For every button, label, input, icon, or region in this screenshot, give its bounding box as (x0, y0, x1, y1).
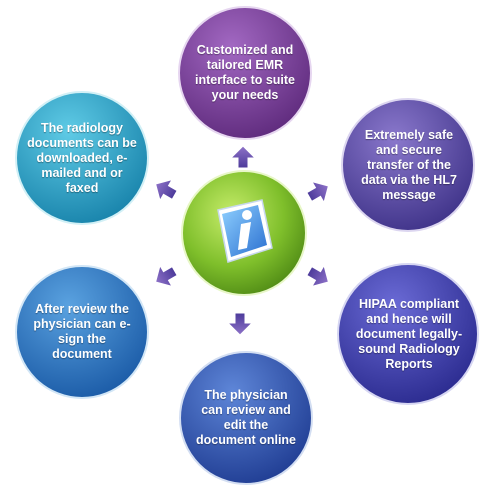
arrow-upper-right-icon (306, 180, 330, 204)
node-label-lower-left: After review the physician can e-sign th… (33, 302, 131, 361)
info-i-icon (217, 199, 273, 263)
node-circle-upper-right (341, 98, 475, 232)
node-label-upper-right: Extremely safe and secure transfer of th… (361, 127, 457, 202)
node-label-upper-left: The radiology documents can be downloade… (27, 120, 137, 195)
arrow-lower-right-icon (306, 264, 330, 288)
node-label-top: Customized and tailored EMR interface to… (194, 43, 296, 102)
node-label-lower-right: HIPAA compliant and hence will document … (355, 296, 463, 371)
node-label-bottom: The physician can review and edit the do… (196, 388, 296, 447)
node-circle-upper-left (15, 91, 149, 225)
arrow-upper-left-icon (154, 178, 178, 202)
node-circle-bottom (179, 351, 313, 485)
arrow-up-icon (229, 145, 257, 169)
arrow-lower-left-icon (154, 264, 178, 288)
node-circle-lower-right (337, 263, 479, 405)
node-circle-lower-left (15, 265, 149, 399)
arrow-down-icon (226, 312, 254, 336)
node-circle-top (178, 6, 312, 140)
